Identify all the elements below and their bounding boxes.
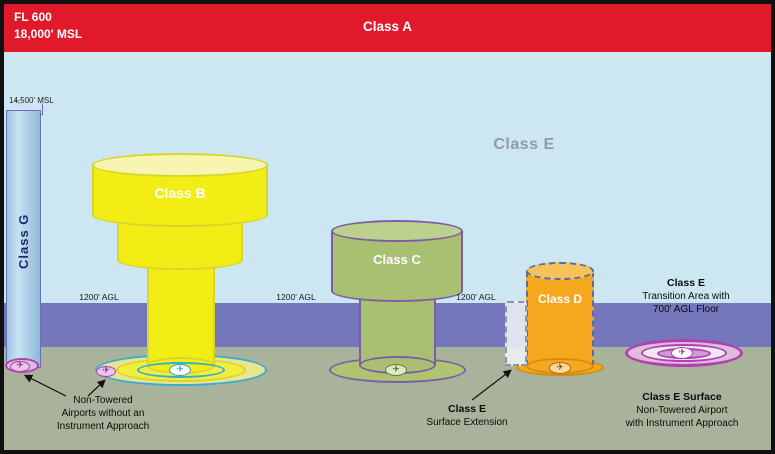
- non-towered-airport-icon-right: ✈: [96, 366, 116, 377]
- class-e-surface-line2: Non-Towered Airport: [636, 405, 728, 416]
- class-b-ground-ring-inner: [137, 362, 225, 378]
- class-e-label: Class E: [493, 136, 555, 153]
- class-b-top-ellipse: [92, 153, 268, 177]
- airplane-icon: ✈: [176, 364, 184, 375]
- class-d-label: Class D: [537, 292, 583, 306]
- altitude-ceiling-block: FL 600 18,000' MSL: [14, 9, 82, 43]
- class-e-transition-line2: Transition Area with: [642, 291, 730, 302]
- class-a-band: [4, 4, 771, 52]
- class-g-column: [6, 110, 41, 368]
- class-e-extension-line2: Surface Extension: [426, 417, 508, 428]
- airplane-icon: ✈: [392, 364, 400, 375]
- airplane-icon: ✈: [102, 366, 110, 376]
- class-e-airport-icon: ✈: [671, 347, 693, 359]
- non-towered-annotation: Non-Towered Airports without an Instrume…: [49, 394, 157, 433]
- non-towered-airport-icon-left: ✈: [10, 361, 30, 372]
- class-c-core-cylinder: [359, 291, 436, 365]
- class-a-label: Class A: [362, 19, 413, 34]
- msl-14500-label: 14,500' MSL: [9, 96, 54, 105]
- class-e-transition-line3: 700' AGL Floor: [652, 304, 720, 315]
- non-towered-line3: Instrument Approach: [56, 421, 150, 432]
- class-c-top-ellipse: [331, 220, 463, 242]
- airplane-icon: ✈: [556, 362, 564, 373]
- class-d-airport-icon: ✈: [549, 362, 571, 374]
- airplane-icon: ✈: [678, 347, 686, 358]
- agl-1200-label-b: 1200' AGL: [79, 292, 119, 302]
- class-b-core-cylinder: [147, 259, 215, 365]
- class-e-transition-annotation: Class E Transition Area with 700' AGL Fl…: [611, 277, 761, 316]
- agl-1200-label-c: 1200' AGL: [276, 292, 316, 302]
- non-towered-line1: Non-Towered: [73, 395, 133, 406]
- class-c-airport-icon: ✈: [385, 364, 407, 376]
- fl600-label: FL 600: [14, 10, 52, 24]
- class-e-surface-extension-slab: [505, 301, 527, 366]
- class-d-cylinder: [526, 271, 594, 366]
- class-e-extension-annotation: Class E Surface Extension: [417, 403, 517, 429]
- airplane-icon: ✈: [16, 361, 24, 371]
- non-towered-line2: Airports without an: [61, 408, 145, 419]
- class-g-label: Class G: [16, 213, 31, 270]
- class-d-top-ellipse: [526, 262, 594, 280]
- agl-1200-label-d: 1200' AGL: [456, 292, 496, 302]
- class-b-label: Class B: [154, 185, 206, 201]
- class-e-surface-annotation: Class E Surface Non-Towered Airport with…: [601, 391, 763, 430]
- class-e-surface-title: Class E Surface: [642, 391, 722, 403]
- msl-18000-label: 18,000' MSL: [14, 27, 83, 41]
- class-e-transition-title: Class E: [667, 277, 705, 289]
- class-b-airport-icon: ✈: [169, 364, 191, 376]
- class-c-label: Class C: [373, 252, 421, 267]
- class-e-surface-line3: with Instrument Approach: [625, 418, 739, 429]
- class-e-extension-title: Class E: [448, 403, 486, 415]
